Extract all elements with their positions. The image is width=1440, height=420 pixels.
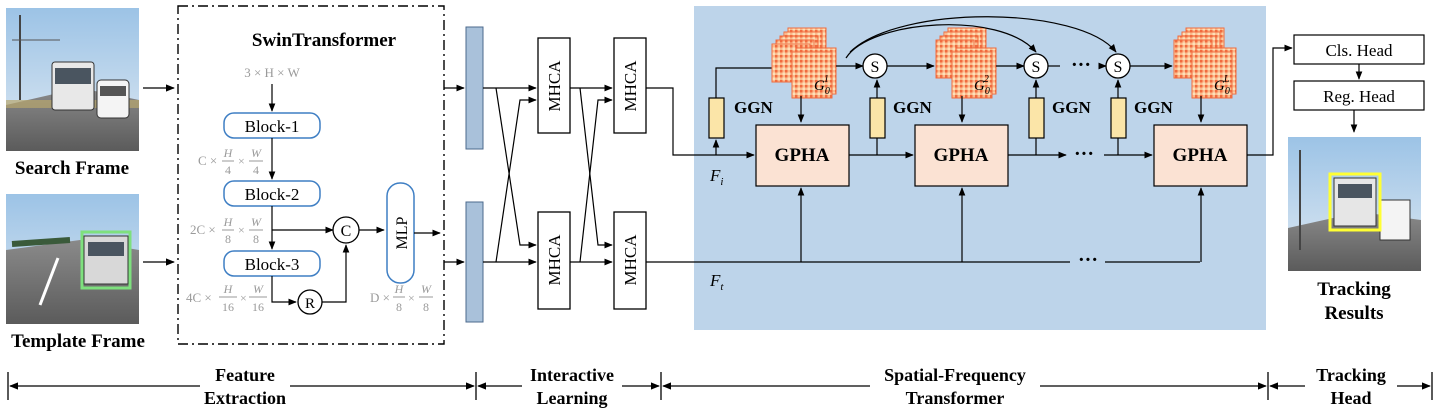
svg-text:16: 16	[222, 300, 234, 314]
svg-text:×: ×	[238, 154, 245, 168]
svg-text:Block-3: Block-3	[245, 255, 300, 274]
template-frame-image	[6, 194, 139, 324]
svg-text:H: H	[223, 282, 234, 296]
stage-sft-label-2: Transformer	[906, 388, 1005, 408]
svg-text:Reg. Head: Reg. Head	[1323, 87, 1395, 106]
tracking-results-label-2: Results	[1324, 303, 1383, 324]
freq-tensor-1: G01	[771, 27, 837, 99]
svg-text:8: 8	[396, 300, 402, 314]
freq-tensor-L: G0L	[1173, 27, 1237, 99]
svg-text:G0L: G0L	[1214, 74, 1230, 97]
svg-text:Block-2: Block-2	[245, 185, 300, 204]
svg-text:×: ×	[240, 291, 247, 305]
svg-text:W: W	[251, 146, 262, 160]
svg-text:8: 8	[423, 300, 429, 314]
svg-text:×: ×	[238, 223, 245, 237]
mhca-2-top	[613, 37, 647, 134]
gpha-1	[755, 124, 850, 187]
svg-text:GPHA: GPHA	[934, 145, 989, 166]
template-frame-label: Template Frame	[11, 331, 145, 352]
tracking-results-label-1: Tracking	[1317, 279, 1391, 300]
template-feature-bar	[465, 201, 484, 323]
svg-text:4: 4	[253, 163, 259, 177]
mhca-1-top	[537, 37, 571, 134]
svg-text:G02: G02	[974, 74, 990, 97]
stage-sft-label-1: Spatial-Frequency	[884, 365, 1026, 385]
search-frame-image	[6, 8, 139, 151]
stage-feature-label-2: Extraction	[204, 388, 286, 408]
svg-text:Cls. Head: Cls. Head	[1325, 41, 1393, 60]
select-ellipsis: ···	[1071, 54, 1091, 76]
svg-text:S: S	[1114, 59, 1123, 76]
svg-text:MLP: MLP	[394, 216, 411, 249]
svg-text:W: W	[421, 282, 432, 296]
freq-tensor-2: G02	[935, 27, 997, 99]
svg-text:S: S	[871, 59, 880, 76]
ggn-4	[1110, 97, 1127, 139]
svg-text:8: 8	[253, 232, 259, 246]
svg-text:GGN: GGN	[893, 98, 932, 117]
svg-text:GGN: GGN	[1134, 98, 1173, 117]
stage-head-label-2: Head	[1330, 388, 1371, 408]
gpha-ellipsis: ···	[1074, 143, 1094, 165]
gpha-L	[1153, 124, 1248, 187]
tracking-bbox	[1328, 172, 1382, 232]
dims-block-1: C × H 4 × W 4	[198, 146, 263, 177]
svg-text:8: 8	[225, 232, 231, 246]
svg-text:MHCA: MHCA	[621, 60, 640, 112]
svg-text:2C ×: 2C ×	[190, 222, 216, 237]
search-frame-label: Search Frame	[15, 158, 129, 179]
svg-text:MHCA: MHCA	[545, 60, 564, 112]
svg-text:W: W	[253, 282, 264, 296]
svg-text:×: ×	[408, 291, 415, 305]
fi-line	[646, 87, 755, 159]
stage-interactive-label-2: Learning	[536, 388, 607, 408]
stage-head-label-1: Tracking	[1316, 365, 1386, 385]
svg-text:4: 4	[225, 163, 231, 177]
ggn-1	[708, 97, 725, 139]
svg-text:R: R	[305, 296, 315, 312]
gpha-2	[914, 124, 1009, 187]
svg-text:W: W	[251, 215, 262, 229]
svg-text:H: H	[223, 146, 234, 160]
svg-text:16: 16	[252, 300, 264, 314]
svg-text:C ×: C ×	[198, 153, 217, 168]
ft-ellipsis: ···	[1078, 249, 1098, 271]
tracking-result-image	[1288, 137, 1421, 271]
dims-block-3: 4C × H 16 × W 16	[186, 282, 267, 314]
stage-feature-label-1: Feature	[215, 365, 275, 385]
dims-block-2: 2C × H 8 × W 8	[190, 215, 263, 246]
svg-text:H: H	[394, 282, 405, 296]
ggn-3	[1028, 97, 1045, 139]
svg-text:H: H	[223, 215, 234, 229]
svg-text:GGN: GGN	[1052, 98, 1091, 117]
svg-text:Block-1: Block-1	[245, 117, 300, 136]
swin-title: SwinTransformer	[252, 30, 397, 51]
dims-output: D × H 8 × W 8	[370, 282, 433, 314]
svg-text:MHCA: MHCA	[545, 234, 564, 286]
svg-text:4C ×: 4C ×	[186, 290, 212, 305]
ft-label: Ft	[709, 271, 724, 293]
ggn-2	[869, 97, 886, 139]
reg-head	[1293, 80, 1425, 111]
svg-text:S: S	[1032, 59, 1041, 76]
search-feature-bar	[465, 26, 484, 150]
svg-text:G01: G01	[814, 74, 830, 97]
template-bbox	[80, 230, 132, 290]
mhca-1-bottom	[537, 211, 571, 310]
mhca-2-bottom	[613, 211, 647, 310]
svg-text:C: C	[341, 223, 352, 240]
svg-text:MHCA: MHCA	[621, 234, 640, 286]
svg-text:GGN: GGN	[734, 98, 773, 117]
svg-text:GPHA: GPHA	[1173, 145, 1228, 166]
svg-text:D ×: D ×	[370, 290, 390, 305]
feature-extraction-box	[177, 5, 445, 345]
input-dims: 3 × H × W	[244, 65, 300, 80]
stage-interactive-label-1: Interactive	[530, 365, 614, 385]
fi-label: Fi	[709, 166, 723, 188]
cross-attention-links	[483, 84, 613, 266]
svg-text:GPHA: GPHA	[775, 145, 830, 166]
